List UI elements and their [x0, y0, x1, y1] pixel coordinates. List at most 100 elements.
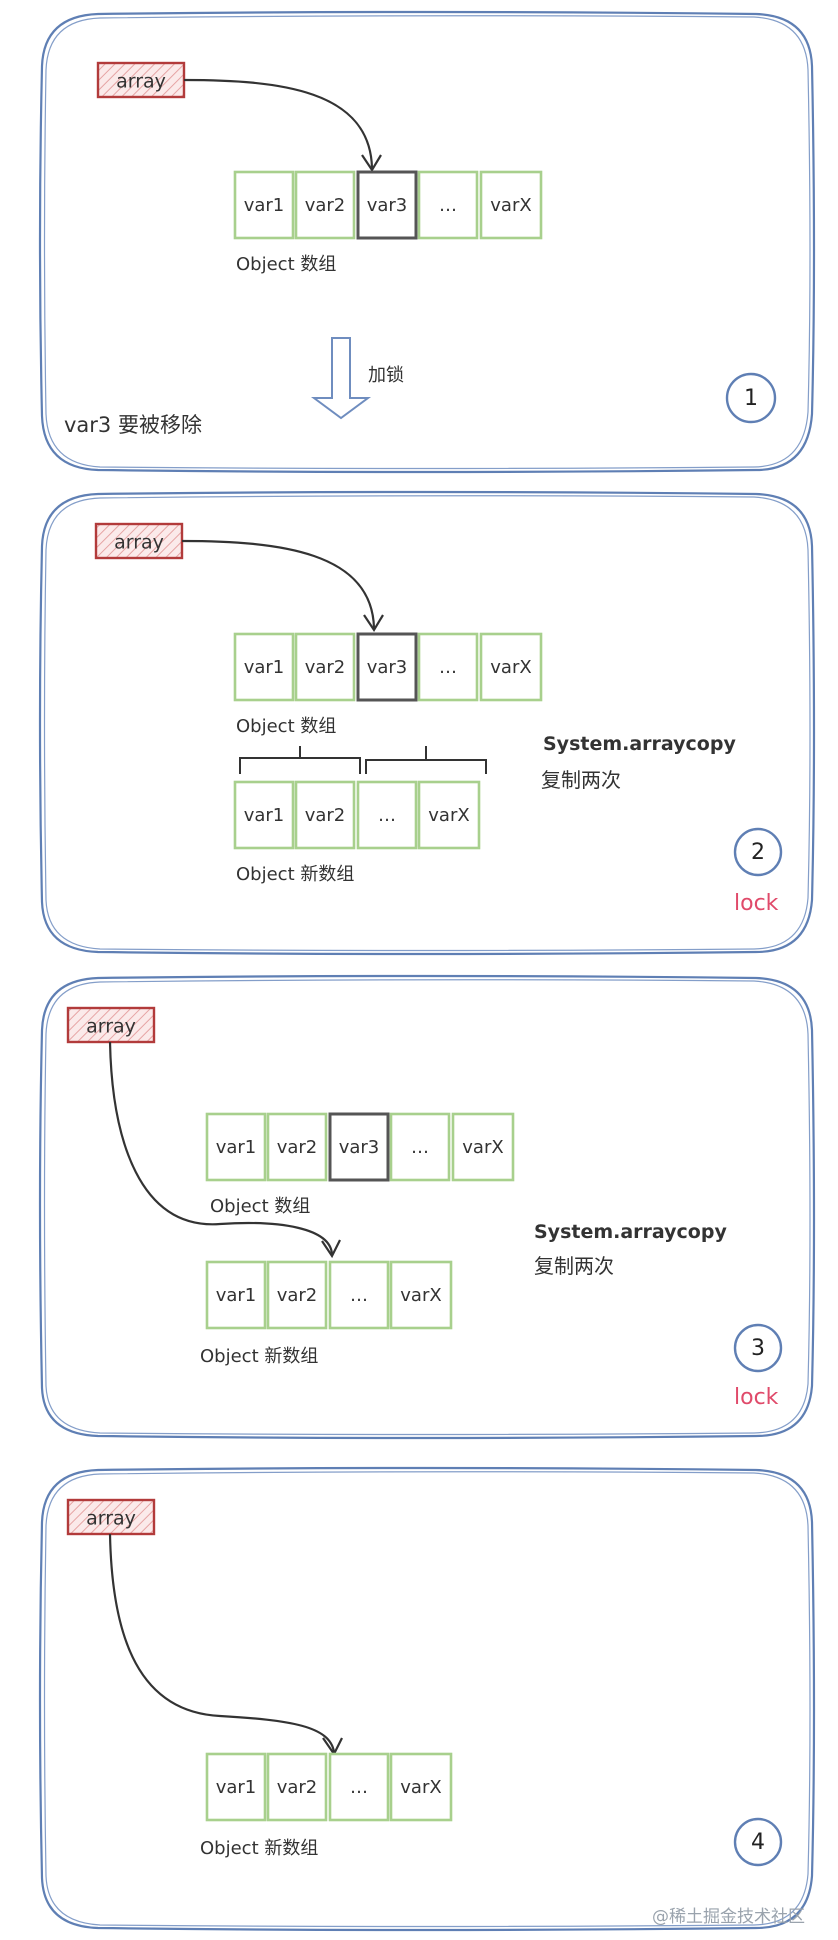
svg-text:varX: varX: [490, 657, 531, 678]
panel-4-new-cell-3: [328, 1752, 390, 1822]
panel-3-pointer-arrow: [108, 1041, 334, 1255]
panel-2-method: System.arraycopy: [543, 733, 736, 755]
panel-2-array-caption: Object 数组: [236, 716, 336, 737]
panel-1-cell-1: [233, 170, 295, 240]
panel-2-cell-5: [479, 632, 543, 702]
panel-4-new-array: var1 var2 … varX: [205, 1752, 453, 1822]
panel-2: array var1 var2 var3 … varX Object 数组 va…: [38, 490, 816, 956]
panel-4-new-array-caption: Object 新数组: [200, 1838, 318, 1859]
panel-3: array var1 var2 var3 … varX Object 数组 va…: [38, 974, 816, 1440]
panel-2-number: 2: [751, 840, 765, 865]
panel-2-number-badge: [733, 827, 783, 877]
panel-3-array-label: array: [86, 1016, 136, 1038]
panel-4-new-cell-4: [389, 1752, 453, 1822]
svg-text:varX: varX: [400, 1285, 441, 1306]
panel-3-lock-status: lock: [734, 1385, 779, 1410]
svg-text:…: …: [411, 1137, 429, 1158]
svg-text:var1: var1: [244, 195, 285, 216]
panel-2-cell-2: [294, 632, 356, 702]
panel-3-cell-1: [205, 1112, 267, 1182]
panel-3-object-array: var1 var2 var3 … varX: [205, 1112, 515, 1182]
panel-1-frame: [38, 10, 816, 474]
panel-4-new-cell-1: [205, 1752, 267, 1822]
panel-3-array-pointer-box: [66, 1006, 156, 1044]
svg-text:var3: var3: [367, 657, 408, 678]
panel-4-new-cell-2: [266, 1752, 328, 1822]
panel-2-lock-status: lock: [734, 891, 779, 916]
panel-1: array var1 var2 var3 … varX Object 数组 加锁…: [38, 10, 816, 474]
svg-text:var2: var2: [277, 1285, 318, 1306]
panel-4: array var1 var2 … varX Object 新数组 4: [38, 1466, 816, 1932]
panel-3-number: 3: [751, 1336, 765, 1361]
panel-3-new-array-caption: Object 新数组: [200, 1346, 318, 1367]
panel-2-new-cell-2: [294, 780, 356, 850]
svg-text:var1: var1: [216, 1285, 257, 1306]
svg-text:…: …: [439, 657, 457, 678]
svg-text:…: …: [350, 1285, 368, 1306]
panel-1-array-label: array: [116, 71, 166, 93]
svg-text:var1: var1: [244, 805, 285, 826]
panel-2-cell-1: [233, 632, 295, 702]
svg-text:varX: varX: [462, 1137, 503, 1158]
svg-text:var2: var2: [305, 657, 346, 678]
svg-text:var3: var3: [339, 1137, 380, 1158]
panel-1-down-arrow: [310, 337, 372, 420]
panel-2-object-array: var1 var2 var3 … varX: [233, 632, 543, 702]
panel-2-cell-3-removed: [356, 632, 418, 702]
panel-3-cell-2: [266, 1112, 328, 1182]
panel-1-object-array: var1 var2 var3 … varX: [233, 170, 543, 240]
panel-2-frame: [38, 490, 816, 956]
svg-text:…: …: [439, 195, 457, 216]
panel-3-new-array: var1 var2 … varX: [205, 1260, 453, 1330]
svg-text:var1: var1: [244, 657, 285, 678]
panel-3-new-cell-1: [205, 1260, 267, 1330]
svg-text:varX: varX: [428, 805, 469, 826]
panel-2-method-note: 复制两次: [541, 768, 621, 792]
panel-3-new-cell-3: [328, 1260, 390, 1330]
panel-2-new-array: var1 var2 … varX: [233, 780, 481, 850]
panel-2-array-label: array: [114, 532, 164, 554]
panel-2-new-array-caption: Object 新数组: [236, 864, 354, 885]
panel-4-frame: [38, 1466, 816, 1932]
panel-1-cell-5: [479, 170, 543, 240]
panel-1-note: var3 要被移除: [64, 413, 202, 437]
panel-4-array-pointer-box: [66, 1498, 156, 1536]
svg-text:var1: var1: [216, 1777, 257, 1798]
panel-1-array-caption: Object 数组: [236, 254, 336, 275]
watermark: @稀土掘金技术社区: [652, 1907, 805, 1927]
panel-1-arrow-label: 加锁: [368, 365, 404, 386]
svg-text:var3: var3: [367, 195, 408, 216]
panel-1-pointer-arrow: [183, 78, 374, 169]
panel-2-pointer-arrow: [181, 539, 376, 629]
panel-3-method-note: 复制两次: [534, 1254, 614, 1278]
panel-2-copy-bracket-right: [365, 746, 487, 774]
panel-4-number: 4: [751, 1830, 765, 1855]
svg-text:…: …: [378, 805, 396, 826]
panel-4-number-badge: [733, 1817, 783, 1867]
panel-3-cell-5: [451, 1112, 515, 1182]
panel-3-cell-3-removed: [328, 1112, 390, 1182]
panel-2-pointer-arrowhead: [363, 614, 384, 633]
panel-1-number: 1: [744, 386, 758, 411]
panel-1-pointer-arrowhead: [361, 154, 382, 173]
panel-4-array-label: array: [86, 1508, 136, 1530]
svg-text:var2: var2: [305, 805, 346, 826]
panel-3-array-caption: Object 数组: [210, 1196, 310, 1217]
panel-4-pointer-arrow: [108, 1533, 336, 1753]
panel-3-cell-4: [389, 1112, 451, 1182]
panel-3-frame: [38, 974, 816, 1440]
panel-2-cell-4: [417, 632, 479, 702]
panel-1-cell-4: [417, 170, 479, 240]
svg-text:…: …: [350, 1777, 368, 1798]
panel-2-new-cell-3: [356, 780, 418, 850]
svg-text:var1: var1: [216, 1137, 257, 1158]
panel-2-new-cell-1: [233, 780, 295, 850]
svg-text:var2: var2: [277, 1137, 318, 1158]
svg-text:varX: varX: [400, 1777, 441, 1798]
panel-1-cell-2: [294, 170, 356, 240]
panel-3-new-cell-2: [266, 1260, 328, 1330]
panel-3-new-cell-4: [389, 1260, 453, 1330]
panel-3-method: System.arraycopy: [534, 1221, 727, 1243]
panel-1-number-badge: [725, 372, 777, 424]
